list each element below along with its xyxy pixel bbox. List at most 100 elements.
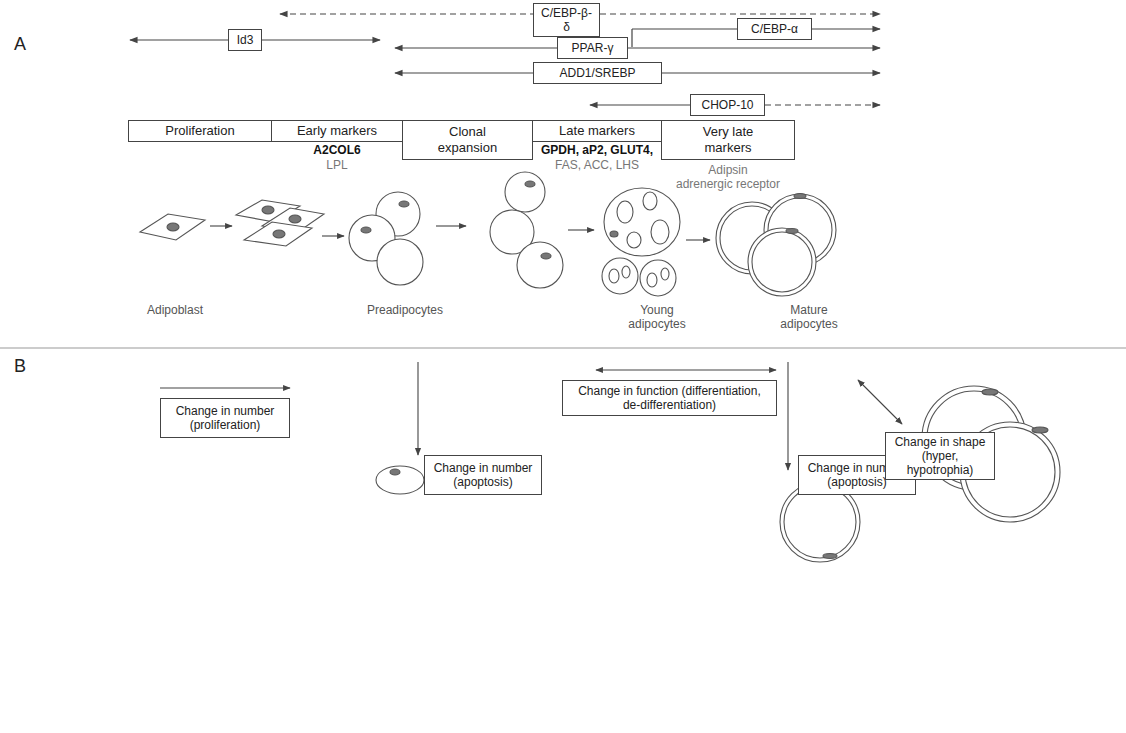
change-arrow [596,369,776,370]
nucleus [399,201,409,207]
lipid-droplet [651,220,669,244]
young-adipocyte [604,188,680,256]
timeline [628,47,880,48]
timeline [812,28,880,29]
mature-adipocyte [748,228,816,296]
change-box: Change in number (apoptosis) [424,455,542,495]
nucleus [390,469,400,475]
box-text: Id3 [237,33,254,47]
timeline [262,39,380,40]
stage-arrow [686,239,710,240]
nucleus [167,223,179,231]
panel-letter: A [14,34,38,54]
lipid-droplet [622,266,630,278]
change-box: Change in shape (hyper, hypotrophia) [885,432,995,480]
change-box: Change in number (proliferation) [160,398,290,438]
nucleus [610,231,618,237]
box-text: CHOP-10 [701,98,753,112]
box-text: Early markers [297,123,377,139]
lipid-droplet [617,201,633,223]
timeline [662,72,880,73]
lipid-droplet [627,232,641,248]
preadipocyte-round [377,239,423,285]
cell-illustration [140,172,836,296]
stage-box: Early markers [271,120,403,142]
marker-label: adrenergic receptor [658,177,798,191]
timeline [590,104,690,105]
marker-label: A2COL6 [277,143,397,157]
box-text: ADD1/SREBP [559,66,635,80]
change-arrow [417,362,418,455]
nucleus [541,253,551,259]
change-arrow [787,362,788,470]
nucleus [794,194,806,199]
nucleus [982,389,998,395]
lipid-droplet [647,273,657,287]
box-text: Late markers [559,123,635,139]
box-text: C/EBP-β-δ [539,6,594,34]
timeline [395,72,533,73]
marker-label: FAS, ACC, LHS [522,158,672,172]
adipoblast-cell [140,214,205,240]
change-box: Change in function (differentiation, de-… [562,380,777,416]
nucleus [273,230,285,238]
timeline [600,13,880,14]
stage-box: Proliferation [128,120,272,142]
lipid-droplet [661,268,669,280]
marker-label: LPL [277,158,397,172]
young-adipocyte [640,260,676,296]
stage-box: Very late markers [661,120,795,160]
stage-arrow [568,229,594,230]
stage-arrow [322,235,344,236]
box-text: PPAR-γ [572,41,614,55]
panel-letter: B [14,356,38,376]
stage-arrow [210,225,232,226]
young-adipocyte [602,258,638,294]
box-text: Change in function (differentiation, de-… [568,384,771,412]
dividing-cell [517,242,563,288]
box-text: Change in shape (hyper, hypotrophia) [891,435,989,477]
timeline [130,39,228,40]
timeline [765,104,880,105]
preadipocyte-flat [244,222,312,246]
change-illustration [160,362,1060,562]
factor-box: CHOP-10 [690,94,765,116]
lipid-droplet [609,269,619,283]
nucleus [525,181,535,187]
timeline [631,29,632,47]
nucleus [1032,427,1048,433]
change-arrow [858,380,902,424]
factor-box: ADD1/SREBP [533,62,662,84]
marker-label: GPDH, aP2, GLUT4, [522,143,672,157]
cell-label: Preadipocytes [355,303,455,317]
lipid-vacuole [752,232,812,292]
timeline [395,47,557,48]
nucleus [823,554,837,559]
timeline [632,28,737,29]
factor-box: Id3 [228,29,262,51]
box-text: Proliferation [165,123,234,139]
cell-label: Adipoblast [125,303,225,317]
cell-label: Mature adipocytes [772,303,846,331]
apoptotic-cell [376,466,424,494]
dividing-cell [505,172,545,212]
nucleus [289,215,301,223]
marker-label: Adipsin [658,163,798,177]
change-arrow [160,387,290,388]
lipid-vacuole [784,486,856,558]
box-text: Change in number (proliferation) [166,404,284,432]
factor-box: PPAR-γ [557,37,628,59]
box-text: C/EBP-α [751,22,798,36]
box-text: Change in number (apoptosis) [430,461,536,489]
panel-divider [0,348,1126,349]
factor-box: C/EBP-α [737,18,812,40]
nucleus [262,206,274,214]
nucleus [361,227,371,233]
stage-box: Late markers [532,120,662,142]
factor-box: C/EBP-β-δ [533,3,600,37]
nucleus [786,229,798,234]
box-text: Clonal expansion [428,124,508,156]
cell-label: Young adipocytes [620,303,694,331]
